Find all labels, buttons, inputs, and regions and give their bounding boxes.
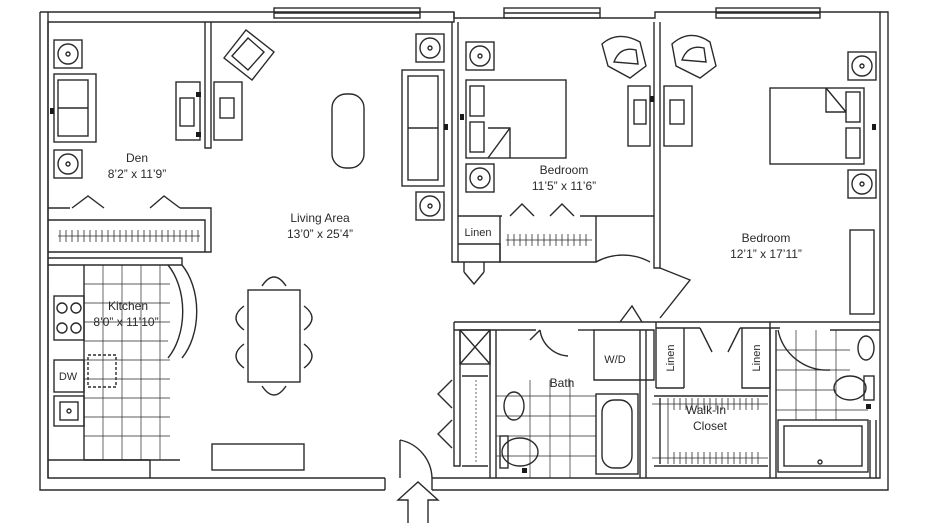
linen-label-closet-right: Linen [751,345,763,372]
bath-fixtures [459,329,639,475]
den-label: Den [126,151,148,165]
bedroom1-label: Bedroom [540,163,589,177]
entry-arrow [396,481,440,523]
room-labels: Den 8’2” x 11’9” Living Area 13’0” x 25’… [59,151,802,433]
bath2-fixtures [777,329,875,473]
walkin-closet [654,327,768,467]
closet-label-2: Closet [693,419,728,433]
kitchen-dimensions: 8’0” x 11’10” [93,315,158,329]
exterior-walls [39,11,889,491]
bedroom2-label: Bedroom [742,231,791,245]
living-furniture [211,29,453,490]
kitchen-tile-grid [84,265,170,460]
bath-tile-grid [475,380,596,478]
living-dimensions: 13’0” x 25’4” [287,227,353,241]
interior-walls [48,22,880,478]
windows [273,7,821,19]
linen-label-bedroom1: Linen [465,227,492,239]
living-label: Living Area [290,211,350,225]
outlet-marks [50,92,876,473]
wd-label: W/D [604,354,625,366]
bedroom1-furniture [463,35,651,286]
bedroom1-dimensions: 11’5” x 11’6” [532,179,596,193]
dw-label: DW [59,371,78,383]
den-furniture [53,39,243,209]
den-dimensions: 8’2” x 11’9” [108,167,166,181]
kitchen-label: Kitchen [108,299,148,313]
kitchen-fixtures [53,264,198,461]
bath-label: Bath [550,376,575,390]
bedroom2-dimensions: 12’1” x 17’11” [730,247,802,261]
linen-label-closet-left: Linen [665,345,677,372]
bath2-tile-grid [776,330,868,420]
bedroom2-furniture [619,34,877,323]
closet-hangers [59,230,759,464]
